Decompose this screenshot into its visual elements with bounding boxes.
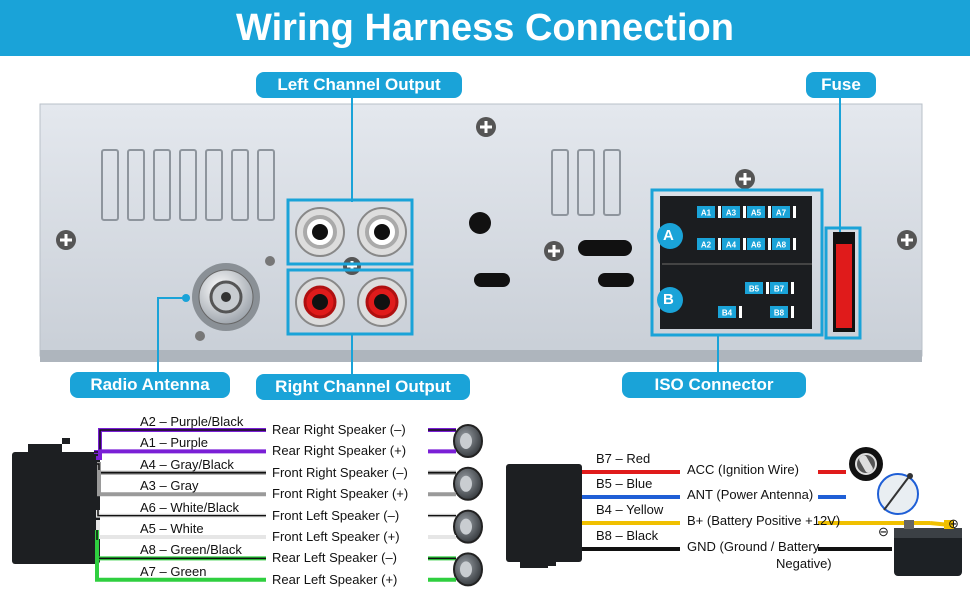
battery-icon <box>894 520 962 576</box>
power-wire-label: B5 – Blue <box>596 476 653 491</box>
power-function-label: ACC (Ignition Wire) <box>687 462 799 477</box>
panel-slot <box>578 240 632 256</box>
antenna-socket-icon <box>192 263 260 331</box>
speaker-label: Rear Left Speaker (–) <box>272 550 398 566</box>
battery-positive-symbol: ⊕ <box>948 516 959 531</box>
speaker-label: Front Left Speaker (+) <box>272 529 400 544</box>
iso-pin <box>747 238 765 250</box>
speaker-label: Front Right Speaker (–) <box>272 464 408 480</box>
iso-pin <box>772 206 790 218</box>
power-wire-label: B8 – Black <box>596 528 659 543</box>
iso-pin-label: B7 <box>774 285 785 294</box>
iso-pin <box>697 206 715 218</box>
iso-pin-label: A6 <box>751 241 762 250</box>
speaker-label: Rear Right Speaker (–) <box>272 422 406 437</box>
iso-pin <box>770 282 788 294</box>
wire-label: A6 – White/Black <box>140 499 239 515</box>
power-wire-label: B4 – Yellow <box>596 502 664 517</box>
iso-block-a-label: A <box>663 227 674 244</box>
wire-label: A7 – Green <box>140 563 207 579</box>
panel-slot <box>474 273 510 287</box>
speaker-icon <box>453 552 483 587</box>
iso-pin-label: B8 <box>774 309 785 318</box>
radio-antenna-label: Radio Antenna <box>90 375 210 394</box>
speaker-label: Rear Left Speaker (+) <box>272 571 398 587</box>
ignition-key-icon <box>849 447 883 481</box>
iso-pin <box>770 306 788 318</box>
fuse-icon <box>824 226 862 340</box>
rca-left-channel-group <box>286 198 414 266</box>
power-function-label: ANT (Power Antenna) <box>687 487 814 502</box>
panel-slot <box>598 273 634 287</box>
speaker-label: Rear Right Speaker (+) <box>272 443 407 459</box>
speaker-icon <box>453 509 483 544</box>
speaker-label: Front Left Speaker (–) <box>272 507 400 523</box>
wire-label: A4 – Gray/Black <box>140 456 234 472</box>
speaker-icon <box>453 466 483 501</box>
speaker-wire <box>95 540 266 582</box>
page-title: Wiring Harness Connection <box>236 6 734 49</box>
power-wire-label: B7 – Red <box>596 451 651 466</box>
power-function-label: GND (Ground / Battery <box>687 539 820 554</box>
iso-pin <box>747 206 765 218</box>
wire-stripe <box>97 510 266 517</box>
iso-block-b-label: B <box>663 291 674 308</box>
iso-pin <box>772 238 790 250</box>
panel-hole <box>469 212 491 234</box>
radio-antenna-callout: Radio Antenna <box>70 372 230 398</box>
iso-connector-label: ISO Connector <box>654 375 774 394</box>
wire-stripe <box>94 429 266 453</box>
speaker-label: Front Right Speaker (+) <box>272 486 409 502</box>
title-banner: Wiring Harness Connection <box>0 0 970 56</box>
wire-label: A2 – Purple/Black <box>140 414 244 429</box>
iso-pin-label: A2 <box>701 241 712 250</box>
iso-pin-label: A1 <box>701 209 712 218</box>
speaker-wire <box>97 470 266 497</box>
power-function-label-continued: Negative) <box>776 556 832 571</box>
vent-slots-right <box>551 149 621 216</box>
battery-negative-symbol: ⊖ <box>878 524 889 539</box>
iso-pin-label: B4 <box>722 309 733 318</box>
speaker-wire <box>96 449 266 460</box>
iso-pin-label: A5 <box>751 209 762 218</box>
iso-pin <box>745 282 763 294</box>
power-function-label: B+ (Battery Positive +12V) <box>687 513 841 528</box>
power-antenna-icon <box>877 473 919 515</box>
iso-pin <box>697 238 715 250</box>
speaker-harness-plug <box>12 438 100 564</box>
wire-label: A5 – White <box>140 521 204 536</box>
callout-lines <box>157 96 841 376</box>
power-harness-plug <box>506 464 582 568</box>
right-channel-label: Right Channel Output <box>275 377 451 396</box>
iso-pin-label: A7 <box>776 209 787 218</box>
rca-right-channel-group <box>286 268 414 336</box>
iso-pin <box>722 206 740 218</box>
iso-pin <box>722 238 740 250</box>
vent-slots-left <box>101 149 275 221</box>
left-channel-label: Left Channel Output <box>277 75 441 94</box>
iso-pin <box>718 306 736 318</box>
iso-pin-label: B5 <box>749 285 760 294</box>
iso-pin-label: A4 <box>726 241 737 250</box>
wire-stripe <box>97 463 266 474</box>
wire-label: A3 – Gray <box>140 478 199 494</box>
right-channel-callout: Right Channel Output <box>256 374 470 400</box>
wire-label: A8 – Green/Black <box>140 542 242 558</box>
left-channel-callout: Left Channel Output <box>256 72 462 98</box>
wire-label: A1 – Purple <box>140 435 208 451</box>
iso-pin-label: A3 <box>726 209 737 218</box>
fuse-label: Fuse <box>821 75 861 94</box>
iso-connector-callout: ISO Connector <box>622 372 806 398</box>
speaker-icon <box>453 424 483 458</box>
fuse-callout: Fuse <box>806 72 876 98</box>
iso-pin-label: A8 <box>776 241 787 250</box>
